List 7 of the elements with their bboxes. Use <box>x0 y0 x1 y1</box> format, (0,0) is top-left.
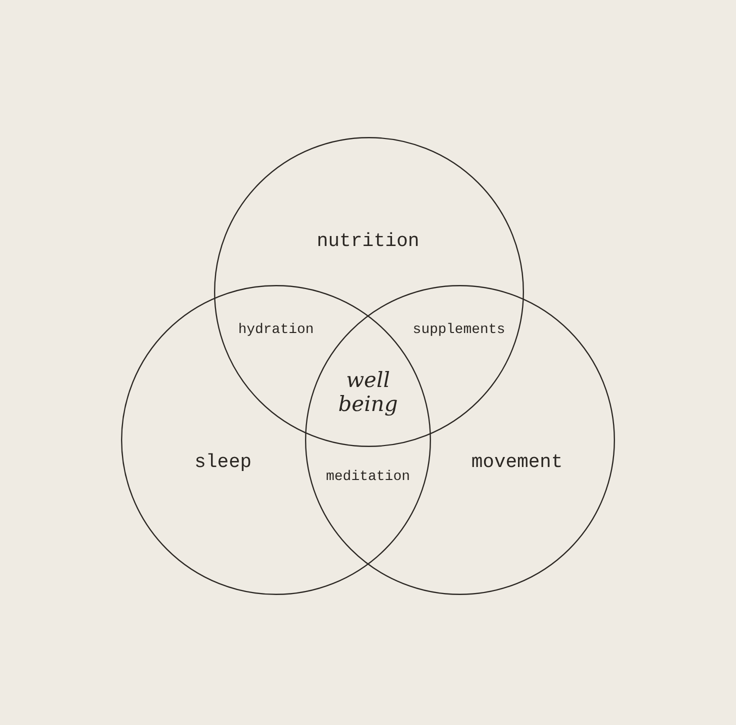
overlap-label: hydration <box>238 322 314 338</box>
category-label: movement <box>471 451 563 473</box>
overlap-label: supplements <box>412 322 506 338</box>
category-label: nutrition <box>316 230 420 252</box>
center-label: well being <box>337 368 399 416</box>
overlap-label: meditation <box>326 469 410 485</box>
category-label: sleep <box>194 451 252 473</box>
